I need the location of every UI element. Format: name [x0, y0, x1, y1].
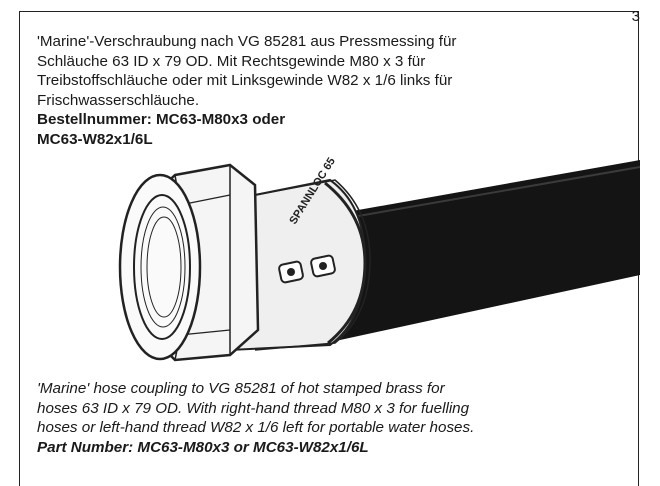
english-part-number: Part Number: MC63-M80x3 or MC63-W82x1/6L: [37, 438, 369, 456]
screw-boss-left: [278, 260, 304, 284]
english-line-2: hoses 63 ID x 79 OD. With right-hand thr…: [37, 399, 470, 417]
english-line-1: 'Marine' hose coupling to VG 85281 of ho…: [37, 380, 445, 397]
german-line-3: Treibstoffschläuche oder mit Linksgewind…: [37, 72, 453, 89]
english-description: 'Marine' hose coupling to VG 85281 of ho…: [37, 379, 597, 457]
german-line-4: Frischwasserschläuche.: [37, 91, 200, 109]
german-line-2: Schläuche 63 ID x 79 OD. Mit Rechtsgewin…: [37, 52, 426, 70]
screw-boss-right: [310, 254, 336, 278]
page-number: 3: [631, 8, 640, 25]
coupling-face: [118, 173, 202, 361]
german-order-number-1: Bestellnummer: MC63-M80x3 oder: [37, 111, 286, 128]
hose-coupling-illustration: SPANNLOC 65: [80, 145, 641, 375]
german-line-1: 'Marine'-Verschraubung nach VG 85281 aus…: [37, 33, 457, 50]
hose-body: [330, 160, 640, 340]
german-order-number-2: MC63-W82x1/6L: [37, 130, 153, 148]
english-line-3: hoses or left-hand thread W82 x 1/6 left…: [37, 419, 475, 436]
german-description: 'Marine'-Verschraubung nach VG 85281 aus…: [37, 32, 577, 149]
